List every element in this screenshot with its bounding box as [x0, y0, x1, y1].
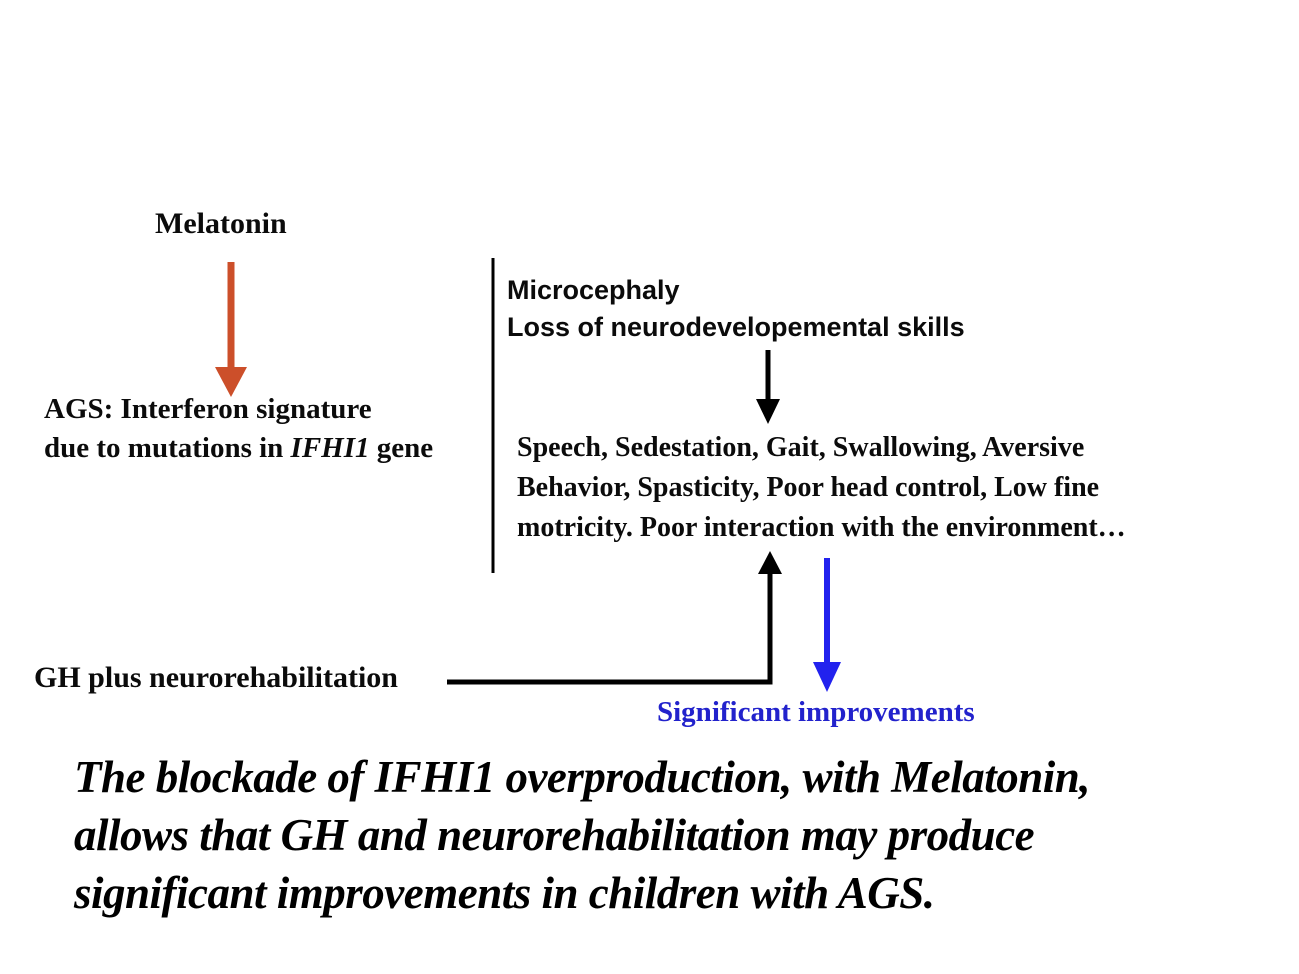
summary-caption: The blockade of IFHI1 overproduction, wi…	[74, 748, 1091, 922]
ags-line2-suffix: gene	[369, 432, 434, 464]
melatonin-red-down-arrow-icon	[215, 262, 247, 397]
symptoms-line3: motricity. Poor interaction with the env…	[517, 512, 1126, 543]
ags-label: AGS: Interferon signature due to mutatio…	[44, 390, 433, 468]
gh-neurorehabilitation-label: GH plus neurorehabilitation	[34, 661, 398, 694]
outcomes-label: Microcephaly Loss of neurodevelopemental…	[507, 272, 965, 346]
symptoms-text: Speech, Sedestation, Gait, Swallowing, A…	[517, 428, 1126, 548]
melatonin-label: Melatonin	[155, 207, 287, 240]
ags-label-line1: AGS: Interferon signature	[44, 393, 372, 425]
improvements-blue-down-arrow-icon	[813, 558, 841, 692]
ags-label-line2: due to mutations in IFHI1 gene	[44, 429, 433, 468]
outcomes-line2-skills-loss: Loss of neurodevelopemental skills	[507, 312, 965, 342]
ifhi1-gene-name: IFHI1	[290, 432, 370, 464]
ags-line2-prefix: due to mutations in	[44, 432, 291, 464]
significant-improvements-label: Significant improvements	[657, 696, 975, 728]
gh-elbow-up-arrow-icon	[447, 551, 782, 685]
outcomes-line1-microcephaly: Microcephaly	[507, 275, 680, 305]
caption-line2: allows that GH and neurorehabilitation m…	[74, 810, 1035, 860]
symptoms-line2: Behavior, Spasticity, Poor head control,…	[517, 472, 1100, 503]
outcomes-black-down-arrow-icon	[756, 350, 780, 424]
symptoms-line1: Speech, Sedestation, Gait, Swallowing, A…	[517, 432, 1085, 463]
caption-line1: The blockade of IFHI1 overproduction, wi…	[74, 752, 1091, 802]
caption-line3: significant improvements in children wit…	[74, 868, 935, 918]
